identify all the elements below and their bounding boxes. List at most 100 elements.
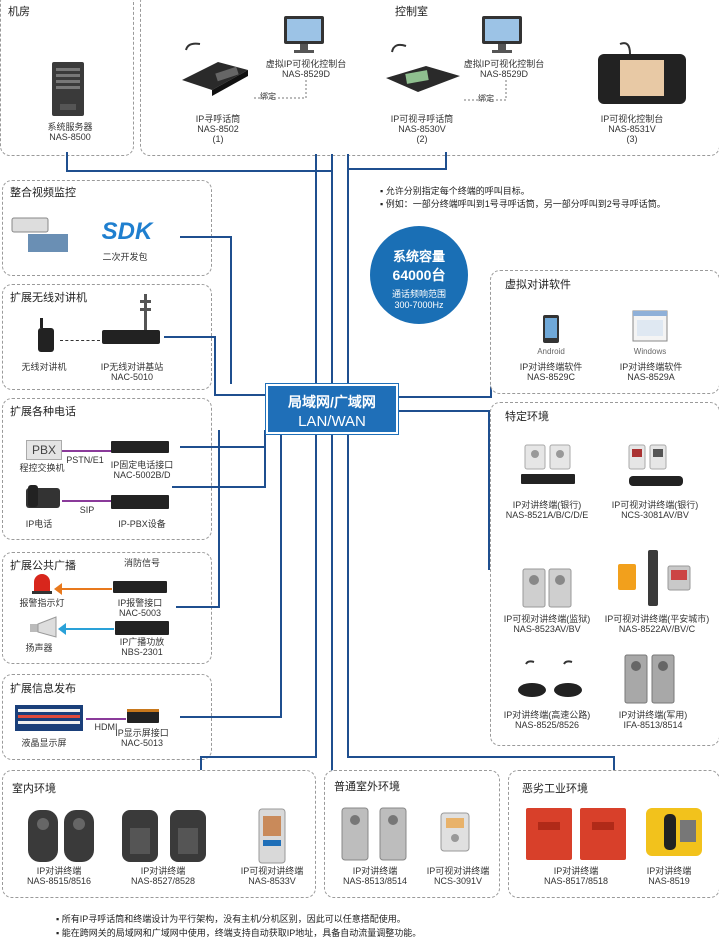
special-title: 特定环境	[505, 411, 549, 423]
pstn-link	[62, 450, 112, 452]
outdoor-terminal-a-name: IP对讲终端	[352, 866, 398, 876]
capacity-l1: 系统容量	[392, 249, 445, 264]
alarm-arrow	[60, 588, 112, 590]
ip-phone-icon	[24, 484, 64, 515]
radio-icon	[36, 318, 56, 359]
paging-mic-icon	[178, 40, 250, 103]
outdoor-terminal-a-model: NAS-8513/8514	[342, 876, 408, 886]
prison-terminal-icon	[522, 568, 572, 613]
army-terminal-icon	[624, 654, 676, 711]
indoor-terminal-a-name: IP对讲终端	[36, 866, 82, 876]
outdoor-title: 普通室外环境	[334, 781, 400, 793]
outdoor-video-terminal-name: IP可视对讲终端	[426, 866, 490, 876]
network-label-en: LAN/WAN	[298, 413, 366, 430]
lcd-name: 液晶显示屏	[21, 738, 67, 748]
network-label-cn: 局域网/广域网	[288, 394, 376, 410]
industrial-terminal-b-icon	[644, 806, 704, 863]
city-terminal-icon	[614, 548, 694, 613]
phone-title: 扩展各种电话	[10, 406, 76, 418]
fixed-interface-icon	[110, 440, 170, 459]
display-interface-model: NAC-5013	[120, 738, 164, 748]
speaker-name: 扬声器	[25, 643, 53, 653]
virtual-panel	[490, 270, 719, 394]
android-app-name: IP对讲终端软件	[519, 362, 583, 372]
ip-pbx-icon	[110, 494, 170, 515]
army-terminal-name: IP对讲终端(军用)	[618, 710, 688, 720]
radio-link	[60, 340, 100, 341]
bind-2-label: 绑定	[478, 94, 494, 103]
wire-to-server	[66, 152, 68, 172]
wire-alarm	[176, 606, 220, 608]
alarm-light-icon	[30, 572, 54, 599]
industrial-terminal-a-model: NAS-8517/8518	[543, 876, 609, 886]
fire-signal-label: 消防信号	[123, 558, 160, 568]
wire-right-special	[394, 410, 490, 412]
wire-trunk-b	[331, 154, 333, 758]
windows-label: Windows	[633, 347, 667, 356]
wire-wireless	[164, 336, 216, 338]
note-2: ▪ 例如：一部分终端呼叫到1号寻呼话筒，另一部分呼叫到2号寻呼话筒。	[380, 199, 666, 209]
monitor-icon	[282, 14, 326, 59]
bank-terminal-base-icon	[520, 472, 576, 490]
video-console-name: IP可视化控制台	[600, 114, 664, 124]
bank-video-base-icon	[628, 474, 684, 492]
paging-mic-1-name: IP寻呼话筒	[195, 114, 241, 124]
sdk-subtitle: 二次开发包	[102, 252, 148, 262]
virtual-console-2-name: 虚拟IP可视化控制台	[463, 59, 545, 69]
paging-mic-1-index: (1)	[212, 134, 224, 144]
virtual-console-1-name: 虚拟IP可视化控制台	[265, 59, 347, 69]
fixed-interface-model: NAC-5002B/D	[113, 470, 171, 480]
indoor-terminal-b-icon	[118, 808, 214, 869]
camera-icon	[10, 214, 70, 259]
broadcast-title: 扩展公共广播	[10, 560, 76, 572]
alarm-light-name: 报警指示灯	[19, 598, 65, 608]
wire-ctrl-h	[347, 168, 447, 170]
video-console-model: NAS-8531V	[608, 124, 656, 134]
ip-pbx-name: IP-PBX设备	[118, 519, 166, 529]
radio-name: 无线对讲机	[21, 362, 67, 372]
windows-app-icon	[632, 310, 668, 347]
capacity-l2: 64000台	[392, 267, 446, 283]
virtual-console-2-model: NAS-8529D	[479, 69, 529, 79]
prison-terminal-model: NAS-8523AV/BV	[513, 624, 581, 634]
footer-note-2: ▪ 能在跨网关的局域网和广域网中使用，终端支持自动获取IP地址，具备自动流量调整…	[56, 928, 422, 938]
wire-trunk-a	[315, 154, 317, 758]
broadcast-panel	[2, 552, 212, 664]
sip-label: SIP	[79, 505, 95, 515]
paging-mic-2-name: IP可视寻呼话筒	[390, 114, 454, 124]
ip-phone-name: IP电话	[25, 519, 53, 529]
bank-terminal-name: IP对讲终端(银行)	[512, 500, 582, 510]
wire-industrial-h	[347, 756, 615, 758]
wire-outdoor-v	[331, 756, 333, 776]
video-console-icon	[590, 40, 690, 115]
wire-indoor-v	[200, 756, 202, 780]
wire-display-v	[280, 430, 282, 718]
server-room-title: 机房	[8, 6, 30, 18]
fixed-interface-name: IP固定电话接口	[110, 460, 174, 470]
android-label: Android	[537, 347, 565, 356]
wire-display	[180, 716, 282, 718]
indoor-video-terminal-icon	[258, 808, 286, 869]
alarm-interface-name: IP报警接口	[117, 598, 163, 608]
base-station-icon	[100, 292, 164, 357]
wire-phone	[180, 446, 266, 448]
amp-icon	[114, 620, 170, 641]
industrial-title: 恶劣工业环境	[522, 783, 588, 795]
bind-2-connector	[462, 80, 507, 101]
amp-arrow-head-icon	[58, 623, 66, 635]
windows-app-model: NAS-8529A	[627, 372, 675, 382]
indoor-title: 室内环境	[12, 783, 56, 795]
sip-link	[62, 500, 112, 502]
android-app-model: NAS-8529C	[526, 372, 576, 382]
indoor-video-terminal-model: NAS-8533V	[248, 876, 296, 886]
outdoor-video-terminal-icon	[440, 812, 470, 857]
outdoor-terminal-a-icon	[340, 806, 410, 867]
wire-wireless-h2	[214, 394, 268, 396]
bank-terminal-model: NAS-8521A/B/C/D/E	[505, 510, 589, 520]
industrial-terminal-b-model: NAS-8519	[648, 876, 690, 886]
road-terminal-icon	[514, 660, 584, 705]
monitor-icon	[480, 14, 524, 59]
wire-industrial-v	[613, 756, 615, 780]
wireless-title: 扩展无线对讲机	[10, 292, 87, 304]
army-terminal-model: IFA-8513/8514	[623, 720, 683, 730]
